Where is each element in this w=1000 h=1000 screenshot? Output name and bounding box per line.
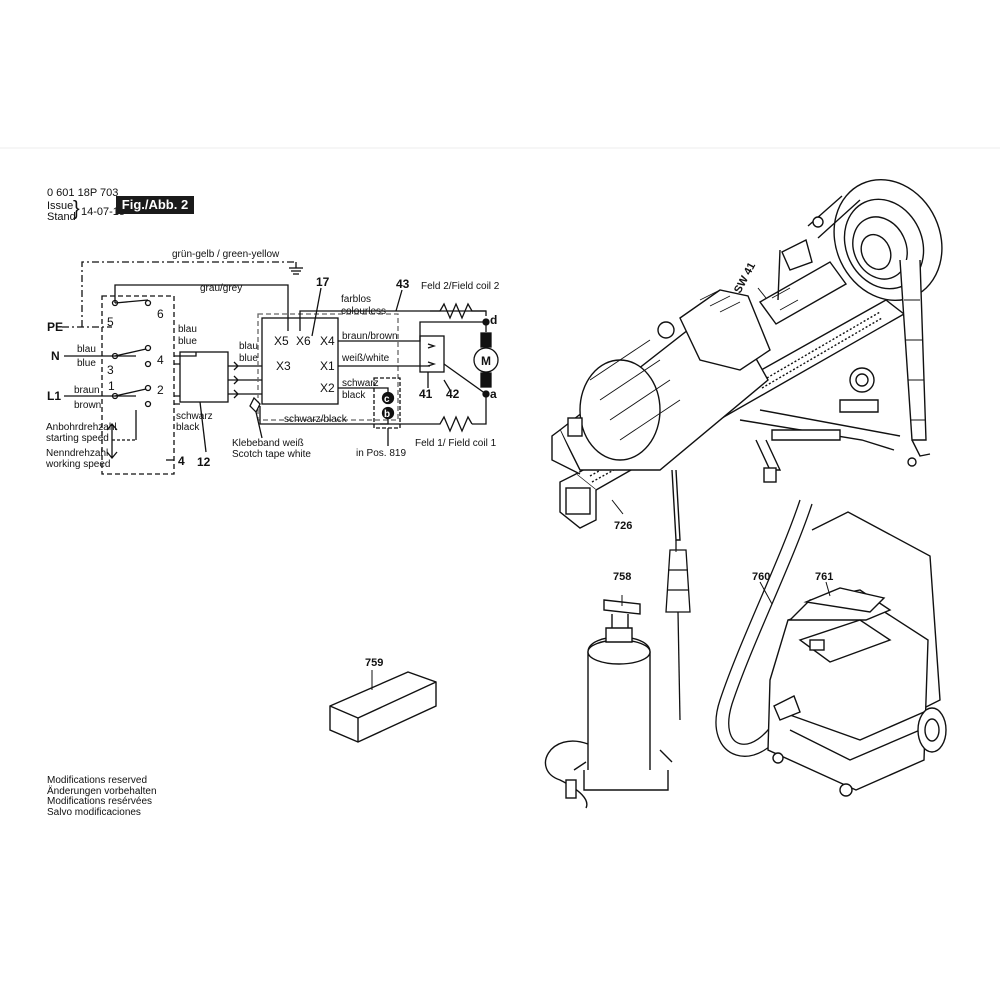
pin-1: 1 (108, 379, 115, 393)
working-de: Nenndrehzahl (46, 448, 108, 459)
mod-schwarz: schwarz (176, 411, 213, 422)
term-x1: X1 (320, 359, 335, 373)
term-x6: X6 (296, 334, 311, 348)
colourless-en: colourless (341, 306, 386, 317)
pin-2: 2 (157, 383, 164, 397)
mod-blau: blau (178, 324, 197, 335)
callout-17: 17 (316, 275, 330, 289)
controller-terminals: X5 X6 X4 X3 X1 X2 (274, 334, 335, 395)
colourless-de: farblos (341, 294, 371, 305)
wiring-diagram (62, 261, 499, 475)
callout-4: 4 (178, 454, 185, 468)
electronic-module-12 (179, 351, 229, 403)
l1-label: L1 (47, 389, 61, 403)
callout-761: 761 (815, 571, 833, 583)
callout-42: 42 (446, 387, 460, 401)
stand-label: Stand (47, 211, 76, 223)
core-bit-disc (833, 178, 943, 302)
n-label: N (51, 349, 60, 363)
callout-12: 12 (197, 455, 211, 469)
black-de-label: schwarz (342, 378, 379, 389)
term-x5: X5 (274, 334, 289, 348)
working-en: working speed (45, 459, 110, 470)
ctrl-blue: blue (239, 353, 258, 364)
n-blue: blue (77, 358, 96, 369)
term-x3: X3 (276, 359, 291, 373)
n-blau: blau (77, 344, 96, 355)
pin-4: 4 (157, 353, 164, 367)
mod-blue: blue (178, 336, 197, 347)
water-pipe-and-cable (665, 499, 827, 757)
issue-date: 14-07-15 (81, 206, 126, 218)
part-leaders (371, 287, 831, 690)
in-pos-label: in Pos. 819 (356, 448, 406, 459)
terminal-b: b (384, 409, 390, 420)
note-fr: Modifications resérvées (47, 796, 153, 807)
callout-726: 726 (614, 520, 632, 532)
l1-braun: braun (74, 385, 100, 396)
brown-wire-label: braun/brown (342, 331, 398, 342)
field-coil-2: Feld 2/Field coil 2 (421, 281, 500, 292)
grey-label: grau/grey (200, 283, 242, 294)
callout-759: 759 (365, 657, 383, 669)
tape-en: Scotch tape white (232, 449, 311, 460)
carton-759 (329, 671, 437, 743)
switch-frame (101, 295, 175, 475)
motor-symbol (473, 347, 499, 373)
motor-label: M (481, 354, 491, 368)
white-wire-label: weiß/white (341, 353, 390, 364)
starting-de: Anbohrdrehzahl (46, 422, 117, 433)
callout-760: 760 (752, 571, 770, 583)
drill-stand-assembly (551, 178, 943, 541)
callout-sw41: SW 41 (732, 261, 758, 296)
note-en: Modifications reserved (47, 775, 148, 786)
issue-label: Issue (47, 200, 74, 212)
black-black-label: schwarz/black (284, 414, 348, 425)
note-es: Salvo modificaciones (47, 806, 141, 818)
modifications-notice: Modifications reserved Änderungen vorbeh… (47, 775, 157, 818)
black-en-label: black (342, 390, 366, 401)
mod-black: black (176, 422, 200, 433)
terminal-d: d (490, 313, 497, 327)
wire-labels: grün-gelb / green-yellow grau/grey farbl… (45, 249, 500, 470)
figure-label: Fig./Abb. 2 (116, 196, 194, 214)
l1-brown: brown (74, 400, 101, 411)
part-number: 0 601 18P 703 (47, 187, 119, 199)
note-de: Änderungen vorbehalten (47, 785, 157, 797)
pe-label: PE (47, 320, 63, 334)
tape-de: Klebeband weiß (232, 438, 304, 449)
pin-5: 5 (107, 315, 114, 329)
switch-pins: 5 6 3 4 1 2 (107, 307, 164, 397)
terminal-a: a (490, 387, 497, 401)
vacuum-cleaner-761 (767, 511, 947, 797)
pin-6: 6 (157, 307, 164, 321)
wiring-callouts: PE N L1 17 43 41 42 12 4 d a M c b (47, 275, 497, 469)
callout-41: 41 (419, 387, 433, 401)
terminal-c: c (384, 394, 390, 405)
pin-3: 3 (107, 363, 114, 377)
callout-43: 43 (396, 277, 410, 291)
callout-758: 758 (613, 571, 631, 583)
ground-label: grün-gelb / green-yellow (172, 249, 280, 260)
starting-en: starting speed (46, 433, 109, 444)
term-x4: X4 (320, 334, 335, 348)
ctrl-blau: blau (239, 341, 258, 352)
valve-fitting (665, 549, 691, 613)
ground-wire (81, 261, 296, 327)
field-coil-1: Feld 1/ Field coil 1 (415, 438, 497, 449)
brace-symbol: } (73, 198, 80, 220)
term-x2: X2 (320, 381, 335, 395)
water-tank-758 (544, 599, 673, 809)
